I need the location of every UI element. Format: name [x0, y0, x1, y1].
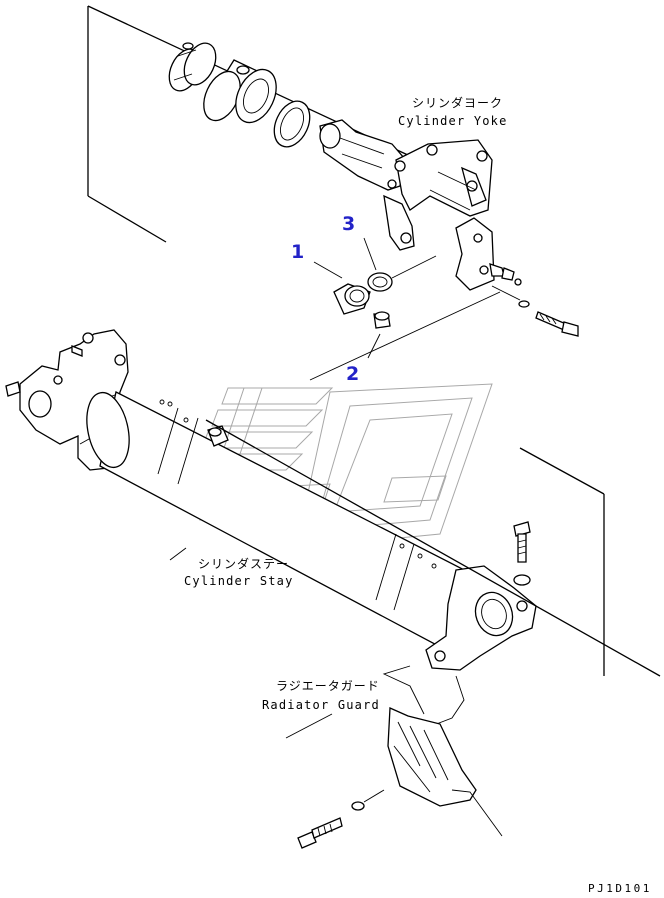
drawing-code: PJ1D101 [588, 882, 652, 895]
part-1-bushing [333, 283, 371, 315]
callout-1-leader [313, 261, 343, 279]
cylinder-yoke-group [87, 5, 579, 381]
guard-leader-b [425, 675, 465, 729]
stay-tube [86, 391, 481, 651]
cylinder-stay-group [5, 329, 661, 677]
leader-line [491, 285, 521, 301]
label-radiator-guard-jp: ラジエータガード [276, 679, 380, 693]
frame-line-right [309, 291, 501, 381]
bolt-lower-leader [363, 789, 385, 803]
part-3-ring [367, 272, 393, 292]
frame-line-bottom [87, 195, 167, 243]
frame-line-upper-right [519, 447, 605, 495]
callout-2[interactable]: 2 [346, 363, 359, 385]
guard-edge [451, 789, 503, 837]
callout-3[interactable]: 3 [342, 213, 355, 235]
callout-2-leader [367, 333, 381, 359]
bushing-large [203, 59, 277, 124]
ring-seal [273, 100, 311, 148]
radiator-guard [387, 707, 477, 807]
label-cylinder-yoke-jp: シリンダヨーク [412, 95, 503, 110]
leader-to-cap [391, 255, 437, 279]
label-cylinder-stay-jp: シリンダステー [198, 556, 289, 571]
stay-right-mount [425, 565, 537, 671]
yoke-cap [455, 217, 522, 291]
label-radiator-guard-en: Radiator Guard [262, 698, 380, 712]
callout-1[interactable]: 1 [291, 241, 304, 263]
stay-label-leader [169, 547, 187, 561]
bolt-lower [297, 789, 385, 849]
cylinder-yoke [319, 119, 493, 251]
label-cylinder-stay-en: Cylinder Stay [184, 574, 294, 588]
bolt-right-upper [518, 300, 579, 337]
guard-label-leader [285, 713, 333, 739]
guard-leader-a [382, 665, 425, 715]
part-2-plug [373, 311, 391, 329]
bolt-stay-right [513, 521, 531, 586]
bushing-small [168, 42, 217, 92]
label-cylinder-yoke-en: Cylinder Yoke [398, 114, 508, 128]
radiator-guard-group [285, 665, 503, 849]
callout-3-leader [363, 237, 377, 271]
frame-line-diagonal [205, 419, 661, 677]
